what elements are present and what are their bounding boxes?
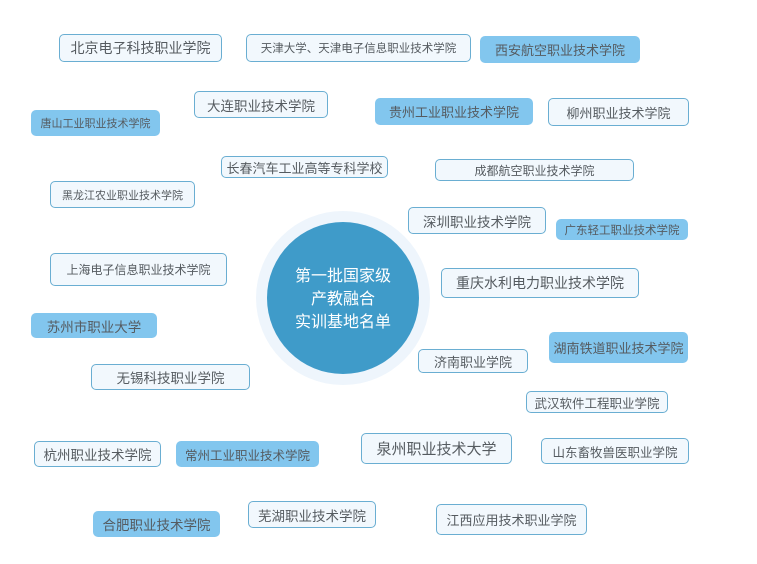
node-tangshan: 唐山工业职业技术学院 bbox=[31, 110, 160, 136]
node-wuhan: 武汉软件工程职业学院 bbox=[526, 391, 668, 413]
node-hangzhou: 杭州职业技术学院 bbox=[34, 441, 161, 467]
node-quanzhou: 泉州职业技术大学 bbox=[361, 433, 512, 464]
center-title-line2: 产教融合 bbox=[310, 288, 375, 308]
node-liuzhou: 柳州职业技术学院 bbox=[548, 98, 689, 126]
node-shenzhen: 深圳职业技术学院 bbox=[408, 207, 546, 234]
node-guizhou: 贵州工业职业技术学院 bbox=[375, 98, 533, 125]
node-xian-aviation: 西安航空职业技术学院 bbox=[480, 36, 640, 63]
node-changchun: 长春汽车工业高等专科学校 bbox=[221, 156, 388, 178]
node-guangdong: 广东轻工职业技术学院 bbox=[556, 219, 688, 240]
node-jinan: 济南职业学院 bbox=[418, 349, 528, 373]
node-hunan: 湖南铁道职业技术学院 bbox=[549, 332, 688, 363]
node-shandong: 山东畜牧兽医职业学院 bbox=[541, 438, 689, 464]
node-shanghai: 上海电子信息职业技术学院 bbox=[50, 253, 227, 286]
node-tianjin: 天津大学、天津电子信息职业技术学院 bbox=[246, 34, 471, 62]
node-beijing-electronic: 北京电子科技职业学院 bbox=[59, 34, 222, 62]
center-title: 第一批国家级 产教融合 实训基地名单 bbox=[267, 222, 419, 374]
center-title-line1: 第一批国家级 bbox=[294, 265, 391, 285]
node-jiangxi: 江西应用技术职业学院 bbox=[436, 504, 587, 535]
node-wuxi: 无锡科技职业学院 bbox=[91, 364, 250, 390]
node-chengdu: 成都航空职业技术学院 bbox=[435, 159, 634, 181]
node-changzhou: 常州工业职业技术学院 bbox=[176, 441, 319, 467]
node-hefei: 合肥职业技术学院 bbox=[93, 511, 220, 537]
node-suzhou: 苏州市职业大学 bbox=[31, 313, 157, 338]
center-title-line3: 实训基地名单 bbox=[294, 311, 391, 331]
node-chongqing: 重庆水利电力职业技术学院 bbox=[441, 268, 639, 298]
node-wuhu: 芜湖职业技术学院 bbox=[248, 501, 376, 528]
node-dalian: 大连职业技术学院 bbox=[194, 91, 328, 118]
node-heilongjiang: 黑龙江农业职业技术学院 bbox=[50, 181, 195, 208]
